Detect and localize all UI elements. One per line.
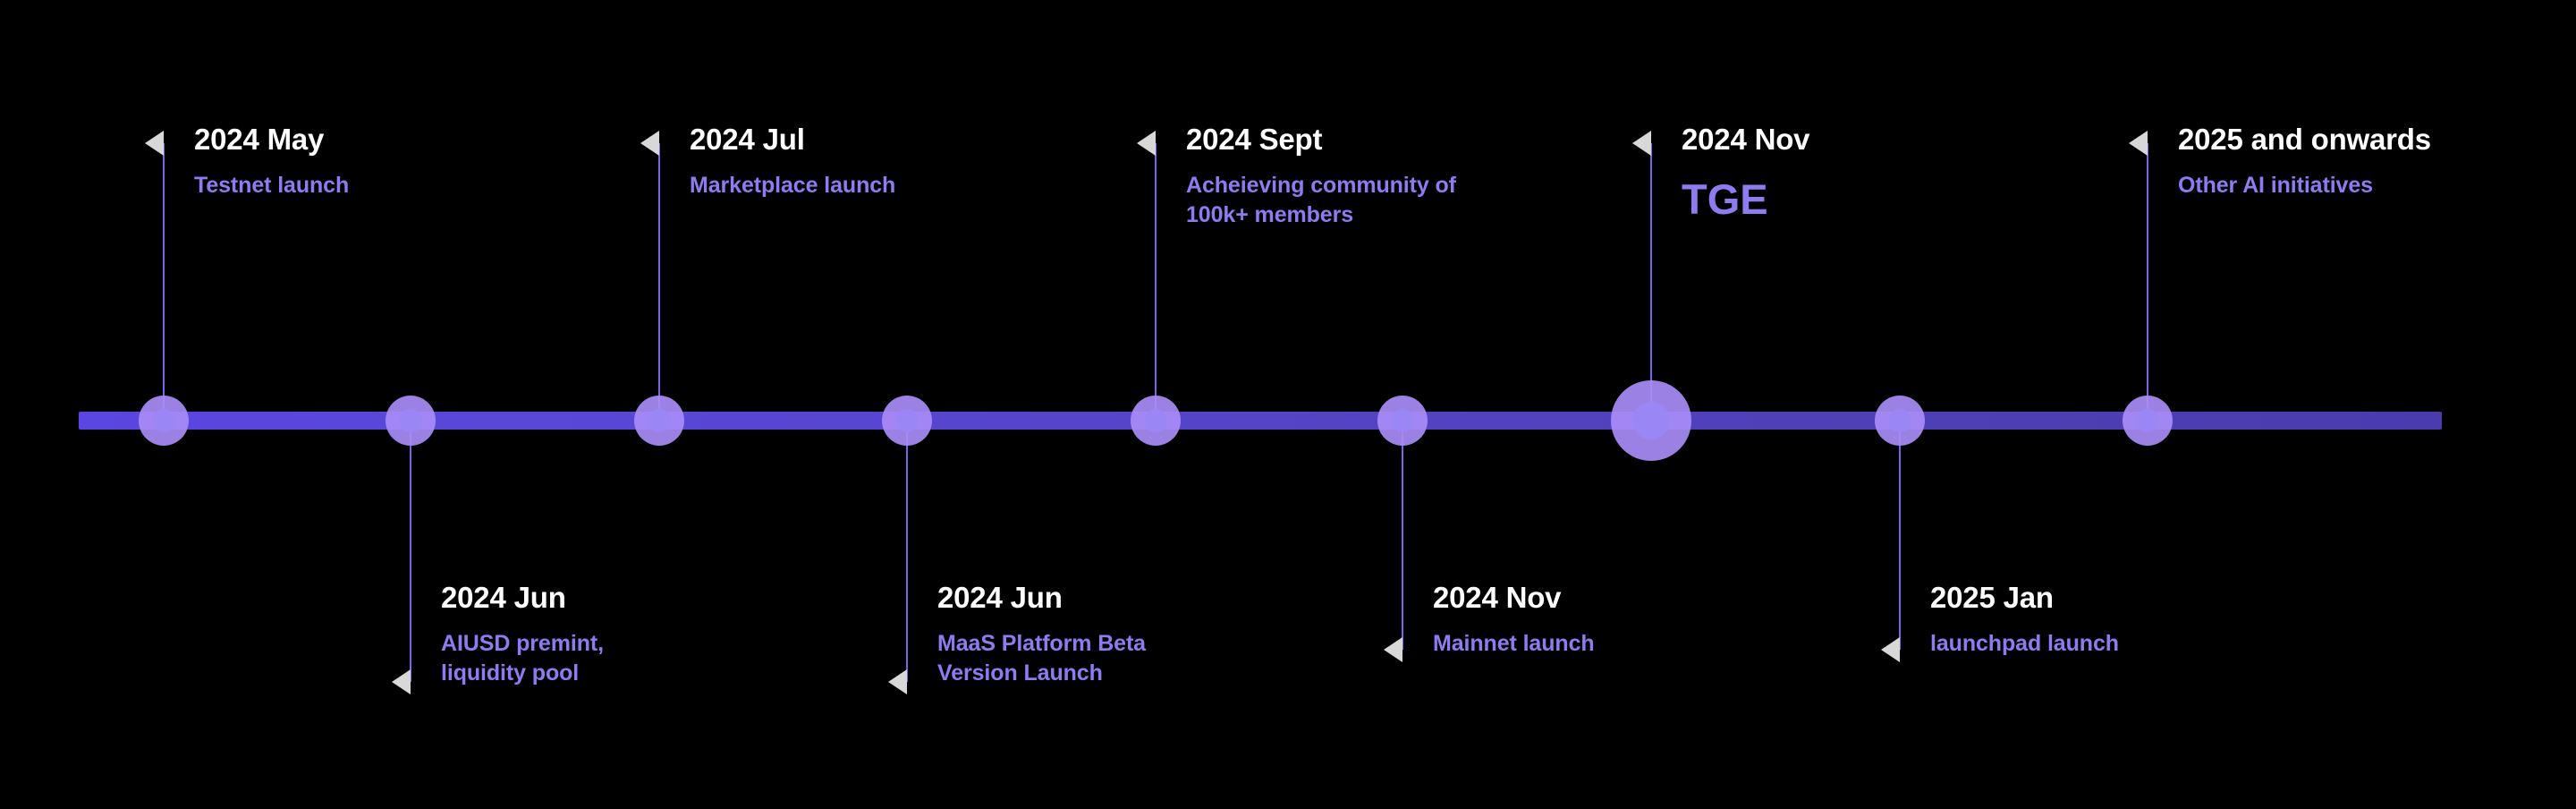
timeline-marker-launchpad-launch[interactable] (1875, 396, 1925, 446)
milestone-date: 2024 Jul (690, 123, 805, 156)
timeline-arrow-mainnet-launch (1384, 637, 1402, 662)
timeline-arrow-launchpad-launch (1881, 637, 1900, 662)
timeline-arrow-marketplace-launch (640, 131, 659, 156)
milestone-date: 2025 and onwards (2178, 123, 2431, 156)
timeline-marker-mainnet-launch[interactable] (1377, 396, 1428, 446)
timeline-marker-aiusd-premint[interactable] (386, 396, 436, 446)
milestone-description: AIUSD premint, liquidity pool (441, 630, 604, 686)
timeline-marker-community-100k[interactable] (1131, 396, 1181, 446)
marker-core-icon (2136, 409, 2159, 432)
timeline-marker-testnet-launch[interactable] (139, 396, 189, 446)
milestone-description: Mainnet launch (1433, 630, 1595, 656)
marker-core-icon (1391, 409, 1414, 432)
timeline-marker-maas-platform-beta[interactable] (882, 396, 932, 446)
marker-core-icon (1632, 402, 1670, 439)
milestone-date: 2024 Nov (1682, 123, 1810, 156)
marker-core-icon (1888, 409, 1911, 432)
timeline-connector-mainnet-launch (1402, 421, 1403, 650)
timeline-marker-marketplace-launch[interactable] (634, 396, 684, 446)
milestone-date: 2024 Sept (1186, 123, 1323, 156)
timeline-connector-community-100k (1155, 143, 1157, 421)
marker-core-icon (648, 409, 671, 432)
timeline-arrow-other-ai-initiatives (2129, 131, 2148, 156)
marker-core-icon (399, 409, 422, 432)
marker-core-icon (1144, 409, 1167, 432)
milestone-description: launchpad launch (1930, 630, 2119, 656)
timeline-connector-testnet-launch (163, 143, 165, 421)
milestone-description: Other AI initiatives (2178, 172, 2373, 198)
milestone-date: 2024 May (194, 123, 325, 156)
timeline-connector-aiusd-premint (410, 421, 411, 682)
timeline-marker-tge[interactable] (1611, 380, 1691, 461)
timeline-connector-tge (1650, 143, 1652, 421)
timeline-arrow-aiusd-premint (392, 669, 411, 694)
timeline-arrow-maas-platform-beta (888, 669, 907, 694)
milestone-date: 2024 Jun (441, 581, 566, 614)
milestone-date: 2024 Nov (1433, 581, 1562, 614)
marker-core-icon (152, 409, 175, 432)
timeline-label-launchpad-launch[interactable]: 2025 Jan launchpad launch (1930, 581, 2119, 659)
timeline-connector-launchpad-launch (1899, 421, 1901, 650)
milestone-description: Acheieving community of 100k+ members (1186, 172, 1456, 227)
timeline-arrow-testnet-launch (145, 131, 164, 156)
milestone-description: Marketplace launch (690, 172, 896, 198)
timeline-marker-other-ai-initiatives[interactable] (2123, 396, 2173, 446)
timeline-connector-other-ai-initiatives (2147, 143, 2148, 421)
timeline-connector-marketplace-launch (658, 143, 660, 421)
timeline-arrow-community-100k (1137, 131, 1156, 156)
timeline-arrow-tge (1632, 131, 1651, 156)
milestone-date: 2025 Jan (1930, 581, 2054, 614)
milestone-date: 2024 Jun (937, 581, 1063, 614)
milestone-description: MaaS Platform Beta Version Launch (937, 630, 1146, 686)
milestone-description: TGE (1682, 175, 1768, 223)
timeline-connector-maas-platform-beta (906, 421, 908, 682)
marker-core-icon (895, 409, 919, 432)
milestone-description: Testnet launch (194, 172, 350, 198)
